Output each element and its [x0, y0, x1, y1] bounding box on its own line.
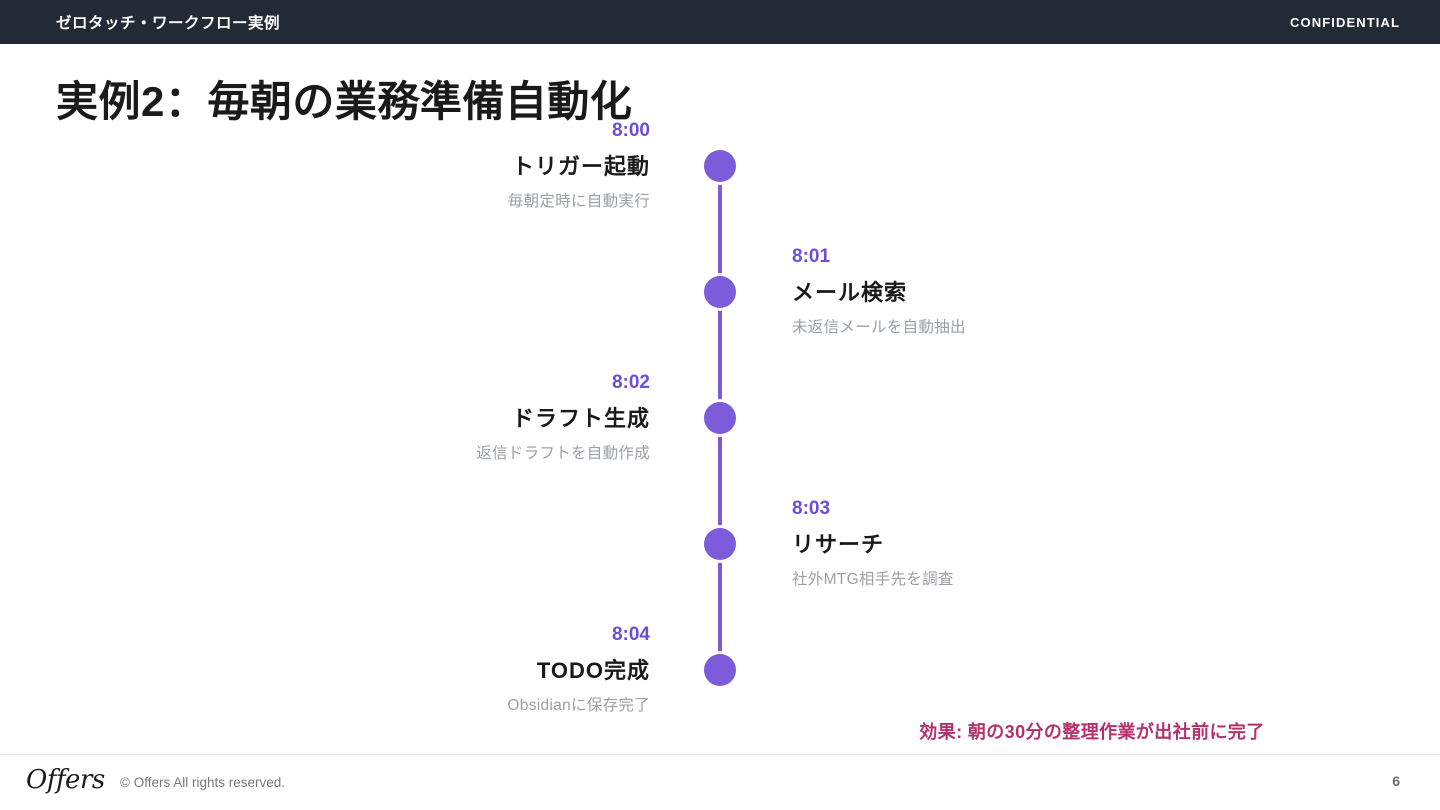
slide-footer: Offers © Offers All rights reserved. 6 [0, 754, 1440, 810]
timeline-item-3: 8:02 ドラフト生成 返信ドラフトを自動作成 [230, 372, 650, 464]
timeline-item-time: 8:03 [792, 498, 831, 519]
timeline-item-1: 8:00 トリガー起動 毎朝定時に自動実行 [230, 120, 650, 212]
result-callout: 効果: 朝の30分の整理作業が出社前に完了 [919, 722, 1265, 742]
timeline-item-time: 8:04 [611, 624, 650, 645]
offers-logo: Offers [26, 765, 105, 795]
timeline-item-desc: 未返信メールを自動抽出 [792, 319, 966, 337]
timeline-item-5: 8:04 TODO完成 Obsidianに保存完了 [230, 624, 650, 716]
page-title: 実例2：毎朝の業務準備自動化 [56, 78, 633, 125]
timeline: 8:00 トリガー起動 毎朝定時に自動実行 8:01 メール検索 未返信メールを… [0, 120, 1440, 720]
timeline-node-dot-4 [704, 528, 736, 560]
slide-header-bar: ゼロタッチ・ワークフロー実例 CONFIDENTIAL [0, 0, 1440, 44]
timeline-item-title: メール検索 [792, 279, 908, 305]
timeline-item-2: 8:01 メール検索 未返信メールを自動抽出 [792, 246, 1212, 338]
timeline-node-dot-5 [704, 654, 736, 686]
timeline-item-title: トリガー起動 [511, 153, 650, 179]
timeline-item-desc: 社外MTG相手先を調査 [792, 571, 954, 589]
timeline-item-title: TODO完成 [536, 657, 650, 683]
page-number: 6 [1392, 773, 1400, 789]
timeline-item-desc: Obsidianに保存完了 [507, 697, 650, 715]
timeline-node-dot-3 [704, 402, 736, 434]
timeline-item-time: 8:01 [792, 246, 831, 267]
timeline-item-desc: 返信ドラフトを自動作成 [476, 445, 650, 463]
timeline-item-4: 8:03 リサーチ 社外MTG相手先を調査 [792, 498, 1212, 590]
timeline-node-dot-2 [704, 276, 736, 308]
header-title: ゼロタッチ・ワークフロー実例 [56, 15, 281, 32]
timeline-item-desc: 毎朝定時に自動実行 [507, 193, 650, 211]
timeline-node-dot-1 [704, 150, 736, 182]
timeline-item-title: ドラフト生成 [511, 405, 650, 431]
timeline-item-time: 8:02 [611, 372, 650, 393]
copyright-text: © Offers All rights reserved. [120, 775, 286, 790]
timeline-item-time: 8:00 [611, 120, 650, 141]
confidential-badge: CONFIDENTIAL [1290, 14, 1400, 30]
timeline-item-title: リサーチ [792, 531, 885, 557]
